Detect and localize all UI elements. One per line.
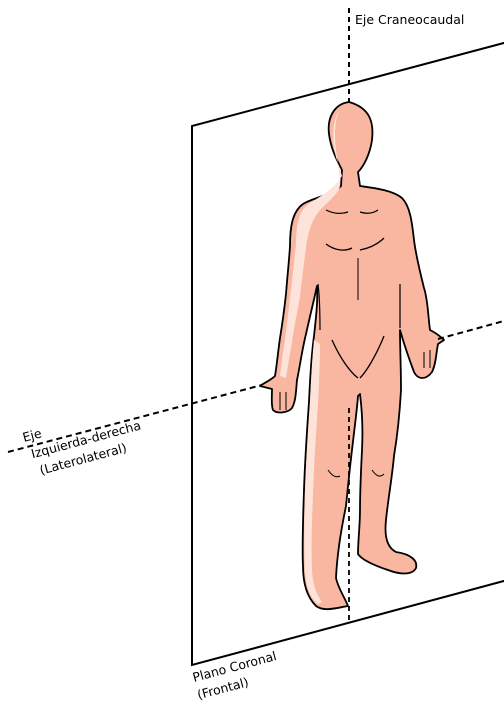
craneocaudal-axis-label: Eje Craneocaudal [355, 12, 464, 27]
lateral-axis-right [438, 318, 504, 339]
human-figure [260, 102, 444, 609]
lateral-axis-label-group: Eje Izquierda-derecha (Laterolateral) [21, 400, 147, 480]
lateral-axis-label-line1: Eje [21, 425, 44, 445]
coronal-plane-label-group: Plano Coronal (Frontal) [191, 648, 283, 702]
